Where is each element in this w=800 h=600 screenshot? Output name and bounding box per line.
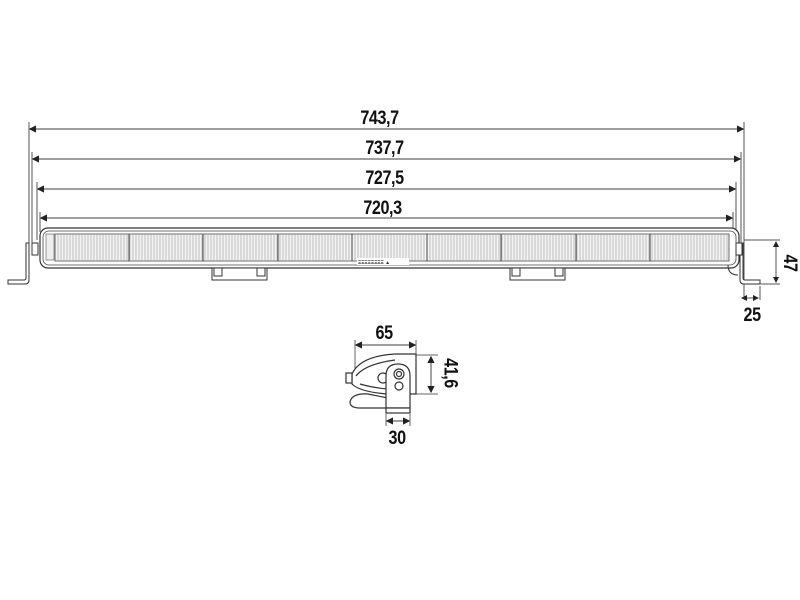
mounting-feet xyxy=(211,267,566,281)
dim-height: 47 xyxy=(779,254,800,272)
dim-bracket-width: 737,7 xyxy=(365,138,404,159)
side-profile-view xyxy=(345,340,438,426)
light-bar-front-view: ΞΞΞΞΞΞΞΞ ▲ xyxy=(39,227,740,269)
mounting-brackets xyxy=(7,242,761,285)
dim-mount-width: 30 xyxy=(388,428,407,449)
dim-lens-width: 720,3 xyxy=(363,198,402,219)
dim-overall-width: 743,7 xyxy=(360,108,399,129)
brand-logo: ΞΞΞΞΞΞΞΞ ▲ xyxy=(358,260,390,266)
dimension-lines xyxy=(28,125,745,222)
dim-bracket-depth: 25 xyxy=(743,305,762,326)
dim-side-height: 41,6 xyxy=(439,358,461,388)
side-dimension-lines xyxy=(741,239,780,301)
dim-body-width: 727,5 xyxy=(365,168,404,189)
dim-side-depth: 65 xyxy=(375,323,394,344)
